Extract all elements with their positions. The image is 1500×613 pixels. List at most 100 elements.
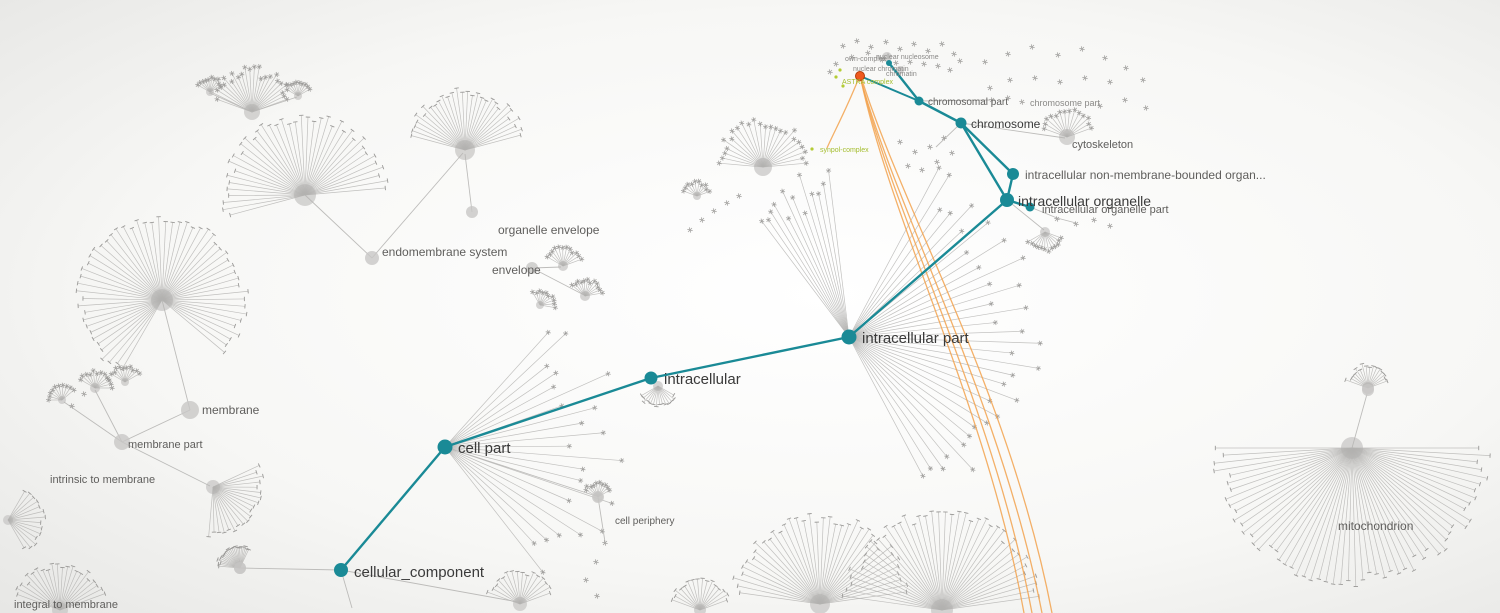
- fan-cluster: [283, 79, 313, 100]
- collapsed-node-icon: [569, 250, 575, 256]
- label-intracellular-organelle[interactable]: intracellular organelle: [1018, 193, 1151, 209]
- collapsed-node-icon: [540, 569, 546, 575]
- collapsed-node-icon: [1035, 244, 1041, 250]
- collapsed-node-icon: [563, 244, 570, 250]
- label-intracellular-part[interactable]: intracellular part: [862, 330, 970, 347]
- cluster-node[interactable]: [466, 206, 478, 218]
- collapsed-node-icon: [214, 96, 220, 102]
- cluster-node[interactable]: [1362, 384, 1374, 396]
- collapsed-node-icon: [703, 186, 709, 192]
- node-intracellular-non-membrane-bounded-organelle[interactable]: [1007, 168, 1019, 180]
- collapsed-node-icon: [1014, 397, 1020, 403]
- node-chromosome[interactable]: [955, 117, 967, 129]
- graph-edge: [161, 299, 191, 411]
- collapsed-node-icon: [802, 149, 808, 155]
- label-synpol-complex[interactable]: synpol-complex: [820, 147, 869, 154]
- collapsed-node-icon: [935, 63, 941, 69]
- cluster-node[interactable]: [365, 251, 379, 265]
- cluster-node[interactable]: [526, 262, 538, 274]
- collapsed-node-icon: [911, 41, 917, 47]
- graph-edge: [251, 96, 298, 113]
- node-intracellular[interactable]: [644, 371, 658, 385]
- label-chromosomal-part[interactable]: chromosomal part: [928, 97, 1008, 108]
- collapsed-node-icon: [729, 136, 735, 142]
- node-intracellular-organelle-part[interactable]: [1025, 202, 1035, 212]
- collapsed-node-icon: [94, 371, 100, 377]
- collapsed-node-icon: [724, 200, 730, 206]
- label-chromosome-part[interactable]: chromosome part: [1030, 98, 1101, 108]
- label-intracellular-non-membrane-bounded-organ[interactable]: intracellular non-membrane-bounded organ…: [1025, 168, 1266, 182]
- collapsed-node-icon: [1009, 350, 1015, 356]
- collapsed-node-icon: [947, 67, 953, 73]
- cluster-node[interactable]: [114, 434, 130, 450]
- fan-cluster: [759, 167, 850, 338]
- collapsed-node-icon: [840, 43, 846, 49]
- collapsed-node-icon: [1140, 77, 1146, 83]
- node-cellular-component[interactable]: [334, 563, 348, 577]
- collapsed-node-icon: [543, 537, 550, 543]
- collapsed-node-icon: [937, 207, 943, 213]
- label-organelle-envelope[interactable]: organelle envelope: [498, 223, 600, 237]
- node-nuclear-nucleosome[interactable]: [886, 60, 892, 66]
- collapsed-node-icon: [1029, 240, 1035, 247]
- label-intracellular-organelle-part[interactable]: intracellular organelle part: [1042, 204, 1169, 216]
- collapsed-node-icon: [987, 85, 993, 91]
- label-intrinsic-to-membrane[interactable]: intrinsic to membrane: [50, 474, 155, 486]
- collapsed-node-icon: [936, 165, 942, 171]
- label-intracellular[interactable]: intracellular: [664, 371, 741, 388]
- label-membrane-part[interactable]: membrane part: [128, 439, 203, 451]
- collapsed-node-icon: [209, 74, 215, 80]
- association-edge-orange: [860, 79, 1033, 613]
- label-own-complex[interactable]: own-complex: [845, 56, 887, 63]
- label-nuclear-nucleosome[interactable]: nuclear nucleosome: [876, 54, 939, 61]
- collapsed-node-icon: [1088, 125, 1095, 131]
- label-cell-periphery[interactable]: cell periphery: [615, 516, 674, 527]
- collapsed-node-icon: [687, 227, 693, 233]
- fan-cluster: [569, 276, 606, 301]
- cluster-node[interactable]: [234, 562, 246, 574]
- collapsed-node-icon: [729, 128, 735, 134]
- node-intracellular-part[interactable]: [841, 329, 857, 345]
- labels-layer: cellular_component cell part intracellular…: [14, 54, 1413, 611]
- node-intracellular-organelle[interactable]: [1000, 193, 1014, 207]
- collapsed-node-icon: [699, 182, 705, 188]
- graph-edge: [444, 446, 597, 497]
- label-chromatin[interactable]: chromatin: [886, 71, 917, 78]
- label-cell-part[interactable]: cell part: [458, 440, 511, 457]
- node-cell-part[interactable]: [437, 439, 453, 455]
- cluster-node[interactable]: [882, 52, 892, 62]
- label-astra-complex[interactable]: ASTRA complex: [842, 79, 893, 86]
- label-cellular-component[interactable]: cellular_component: [354, 564, 485, 581]
- collapsed-node-icon: [934, 159, 940, 165]
- collapsed-node-icon: [790, 194, 796, 201]
- label-integral-to-membrane[interactable]: integral to membrane: [14, 599, 118, 611]
- collapsed-node-icon: [566, 498, 572, 504]
- annotation-mark: [841, 84, 845, 88]
- collapsed-node-icon: [574, 250, 580, 256]
- label-chromosome[interactable]: chromosome: [971, 117, 1041, 131]
- collapsed-node-icon: [919, 167, 925, 173]
- collapsed-node-icon: [98, 369, 104, 376]
- cluster-node[interactable]: [592, 491, 604, 503]
- label-envelope[interactable]: envelope: [492, 263, 541, 277]
- collapsed-node-icon: [940, 466, 946, 472]
- collapsed-node-icon: [968, 203, 975, 209]
- label-membrane[interactable]: membrane: [202, 403, 260, 417]
- collapsed-node-icon: [1085, 115, 1092, 121]
- collapsed-node-icon: [791, 127, 798, 133]
- collapsed-node-icon: [779, 188, 786, 194]
- collapsed-node-icon: [768, 124, 774, 130]
- collapsed-node-icon: [809, 191, 815, 197]
- label-endomembrane-system[interactable]: endomembrane system: [382, 245, 507, 259]
- label-cytoskeleton[interactable]: cytoskeleton: [1072, 139, 1133, 151]
- collapsed-node-icon: [989, 97, 995, 103]
- collapsed-node-icon: [802, 210, 808, 216]
- label-mitochondrion[interactable]: mitochondrion: [1338, 519, 1413, 533]
- node-chromatin-highlighted[interactable]: [855, 71, 865, 81]
- label-nuclear-chromatin[interactable]: nuclear chromatin: [853, 66, 909, 73]
- cluster-node[interactable]: [181, 401, 199, 419]
- node-chromosomal-part[interactable]: [914, 96, 924, 106]
- cluster-node[interactable]: [896, 66, 904, 74]
